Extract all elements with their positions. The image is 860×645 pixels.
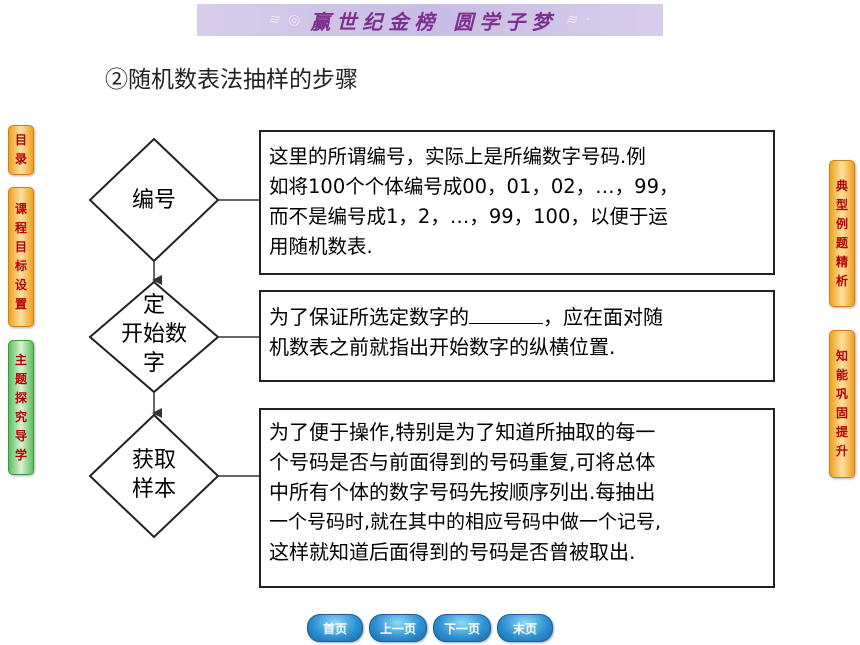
- tab-character: 课: [14, 202, 27, 216]
- text-line: 而不是编号成1，2，…，99，100，以便于运: [269, 205, 668, 228]
- tab-character: 题: [14, 371, 27, 386]
- step-label-line: 定: [142, 293, 165, 318]
- text-line: 这样就知道后面得到的号码是否曾被取出.: [269, 540, 636, 564]
- tab-character: 设: [14, 278, 27, 292]
- tab-character: 能: [835, 368, 848, 382]
- step-label-line: 获取: [131, 448, 176, 473]
- text-line: 为了保证所选定数字的 ，应在面对随: [269, 302, 765, 332]
- text-line: 这里的所谓编号，实际上是所编数字号码.例: [269, 145, 646, 168]
- tab-character: 固: [835, 406, 848, 420]
- step-diamond-get-sample: [88, 413, 220, 539]
- tab-character: 究: [14, 409, 27, 424]
- tab-character: 题: [835, 235, 848, 250]
- tab-character: 典: [835, 178, 848, 193]
- slide-subtitle: ②随机数表法抽样的步骤: [105, 67, 358, 93]
- tab-course-objectives[interactable]: 课程目标设置: [8, 187, 34, 327]
- header-banner: ≋ ◎ 赢世纪金榜 圆学子梦 ≋ ·: [197, 4, 663, 36]
- tab-character: 例: [835, 216, 848, 231]
- tab-character: 探: [14, 390, 27, 405]
- banner-title: 赢世纪金榜 圆学子梦: [310, 9, 558, 34]
- step-label-get-sample: 获取 样本: [110, 446, 198, 504]
- tab-character: 目: [14, 240, 27, 254]
- tab-typical-examples[interactable]: 典型例题精析: [829, 160, 855, 307]
- text-line: 机数表之前就指出开始数字的纵横位置.: [269, 335, 616, 359]
- text-line: 中所有个体的数字号码先按顺序列出.每抽出: [269, 480, 656, 504]
- text-after-blank: ，应在面对随: [543, 305, 663, 329]
- tab-character: 主: [14, 352, 27, 367]
- tab-character: 录: [14, 152, 27, 166]
- banner-decoration-right: ≋ ·: [565, 12, 592, 28]
- banner-decoration-left: ≋ ◎: [267, 12, 303, 28]
- step-label-line: 开始数: [120, 322, 187, 347]
- start-digit-description-box: 为了保证所选定数字的 ，应在面对随 机数表之前就指出开始数字的纵横位置.: [259, 290, 775, 382]
- tab-character: 学: [14, 447, 27, 462]
- text-line: 如将100个个体编号成00，01，02，…，99，: [269, 175, 679, 198]
- tab-character: 标: [14, 259, 27, 273]
- prev-page-button[interactable]: 上一页: [369, 614, 427, 642]
- step-label-line: 字: [142, 351, 165, 376]
- tab-character: 置: [14, 297, 27, 311]
- text-line: 用随机数表.: [269, 235, 373, 258]
- tab-character: 导: [14, 428, 27, 443]
- tab-character: 巩: [835, 387, 848, 401]
- first-page-button[interactable]: 首页: [307, 614, 363, 642]
- step-label-line: 编号: [131, 188, 176, 213]
- tab-contents[interactable]: 目录: [8, 125, 34, 175]
- tab-knowledge-consolidation[interactable]: 知能巩固提升: [829, 330, 855, 478]
- step-label-numbering: 编号: [110, 186, 198, 215]
- numbering-description-box: 这里的所谓编号，实际上是所编数字号码.例 如将100个个体编号成00，01，02…: [259, 130, 775, 275]
- tab-character: 精: [835, 254, 848, 269]
- tab-character: 升: [835, 444, 848, 458]
- text-line: 为了便于操作,特别是为了知道所抽取的每一: [269, 420, 656, 444]
- fill-in-blank: [469, 303, 543, 324]
- text-before-blank: 为了保证所选定数字的: [269, 305, 469, 329]
- tab-character: 提: [835, 425, 848, 439]
- text-line: 个号码是否与前面得到的号码重复,可将总体: [269, 450, 656, 474]
- step-label-start-digit: 定 开始数 字: [104, 291, 204, 378]
- get-sample-description-box: 为了便于操作,特别是为了知道所抽取的每一 个号码是否与前面得到的号码重复,可将总…: [259, 408, 775, 588]
- tab-character: 知: [835, 349, 848, 363]
- tab-character: 程: [14, 221, 27, 235]
- tab-character: 析: [835, 273, 848, 288]
- last-page-button[interactable]: 末页: [497, 614, 553, 642]
- next-page-button[interactable]: 下一页: [433, 614, 491, 642]
- tab-character: 目: [14, 133, 27, 147]
- tab-character: 型: [835, 197, 848, 212]
- step-label-line: 样本: [131, 477, 176, 502]
- text-line: 一个号码时,就在其中的相应号码中做一个记号,: [269, 511, 662, 533]
- tab-topic-inquiry[interactable]: 主题探究导学: [8, 340, 34, 475]
